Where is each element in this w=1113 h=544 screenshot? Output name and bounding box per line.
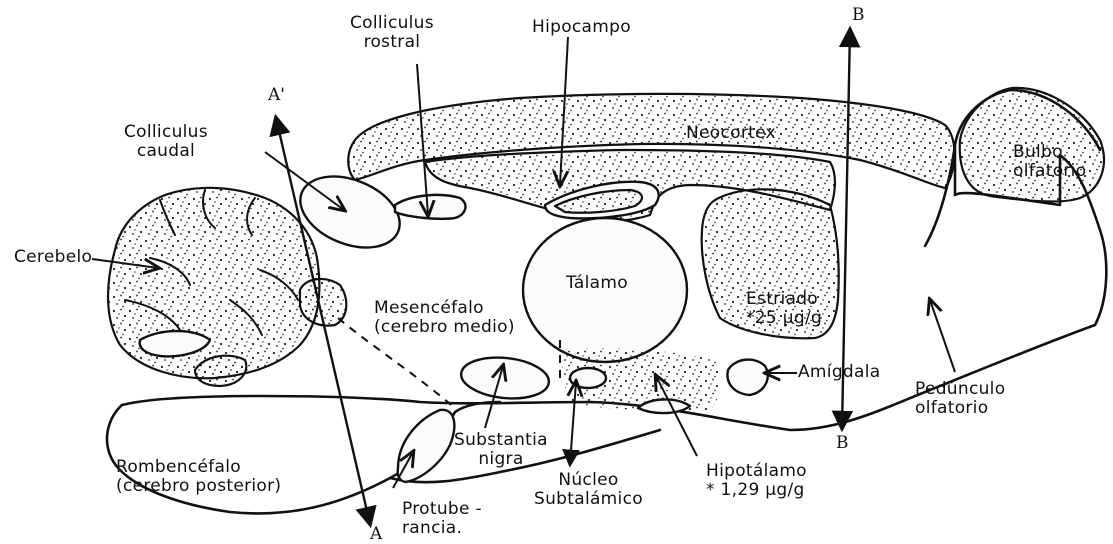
cerebelo-region [108,188,319,378]
cut-marker-b-top: B [852,6,865,24]
label-rombencefalo: Rombencéfalo (cerebro posterior) [116,458,281,496]
label-colliculus-rostral: Colliculus rostral [350,14,434,52]
label-protuberancia: Protube - rancia. [402,500,482,538]
cut-marker-a-bottom: A [370,525,382,543]
label-mesencefalo: Mesencéfalo (cerebro medio) [374,299,515,337]
amigdala-region [727,360,767,395]
label-pedunculo-olfatorio: Pedúnculo olfatorio [915,380,1005,418]
label-amigdala: Amígdala [798,363,880,382]
label-cerebelo: Cerebelo [14,248,92,267]
label-hipocampo: Hipocampo [532,18,631,37]
label-bulbo-olfatorio: Bulbo olfatorio [1013,143,1086,181]
label-colliculus-caudal: Colliculus caudal [124,123,208,161]
label-neocortex: Neocortex [686,124,776,143]
substantia-nigra-region [459,354,551,403]
label-nucleo-subtalamico: Núcleo Subtalámico [534,471,643,509]
label-substantia-nigra: Substantia nigra [454,431,548,469]
pointer-pedunculo [930,300,955,372]
label-hipotalamo: Hipotálamo * 1,29 µg/g [706,462,807,500]
cut-marker-a-top: A' [268,86,285,104]
label-talamo: Tálamo [566,274,628,293]
colliculus-rostral-region [395,195,465,219]
cut-marker-b-bottom: B [836,434,849,452]
label-estriado: Estriado *25 µg/g [746,290,822,328]
protuberancia-region [398,410,455,482]
